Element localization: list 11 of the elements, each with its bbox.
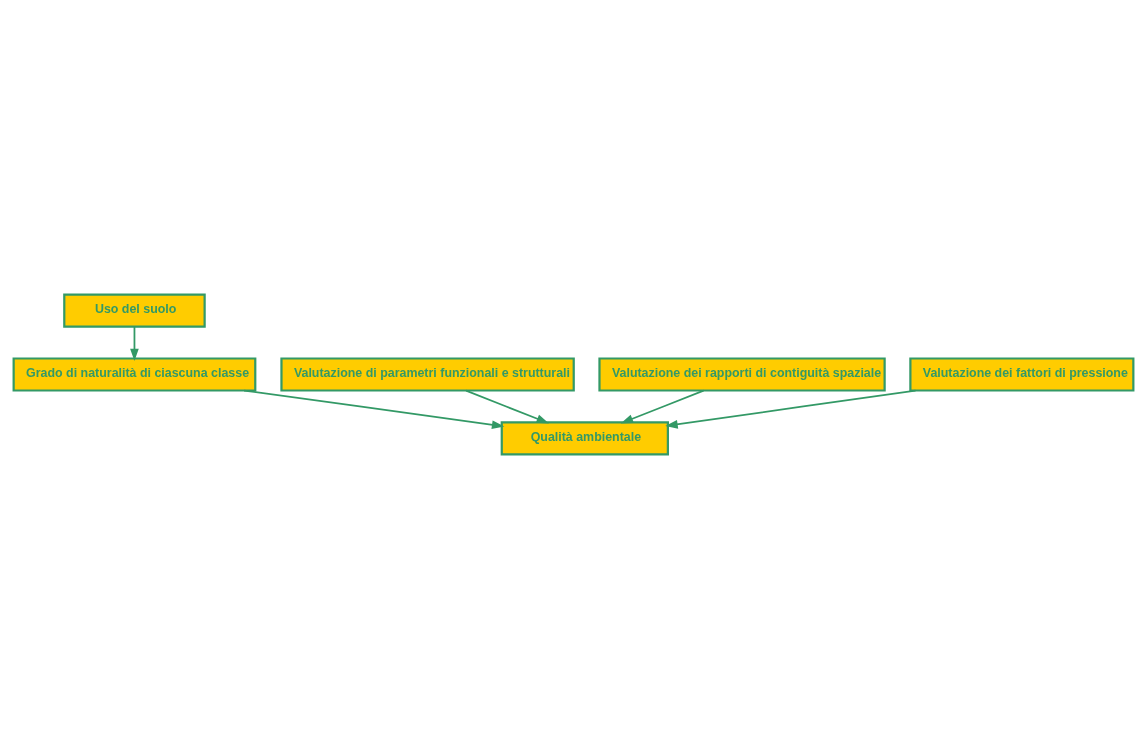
arrow bbox=[465, 389, 549, 424]
node-box: Uso del suolo bbox=[63, 293, 206, 328]
node-box: Valutazione di parametri funzionali e strutturali bbox=[280, 357, 575, 392]
node-box: Qualità ambientale bbox=[500, 421, 669, 456]
arrow bbox=[243, 389, 505, 430]
arrow bbox=[665, 389, 917, 429]
arrow bbox=[620, 389, 705, 424]
node-box: Valutazione dei fattori di pressione bbox=[909, 357, 1135, 392]
node-box: Grado di naturalità di ciascuna classe bbox=[12, 357, 257, 392]
node-box: Valutazione dei rapporti di contiguità spaziale bbox=[598, 357, 886, 392]
arrow bbox=[130, 325, 139, 362]
